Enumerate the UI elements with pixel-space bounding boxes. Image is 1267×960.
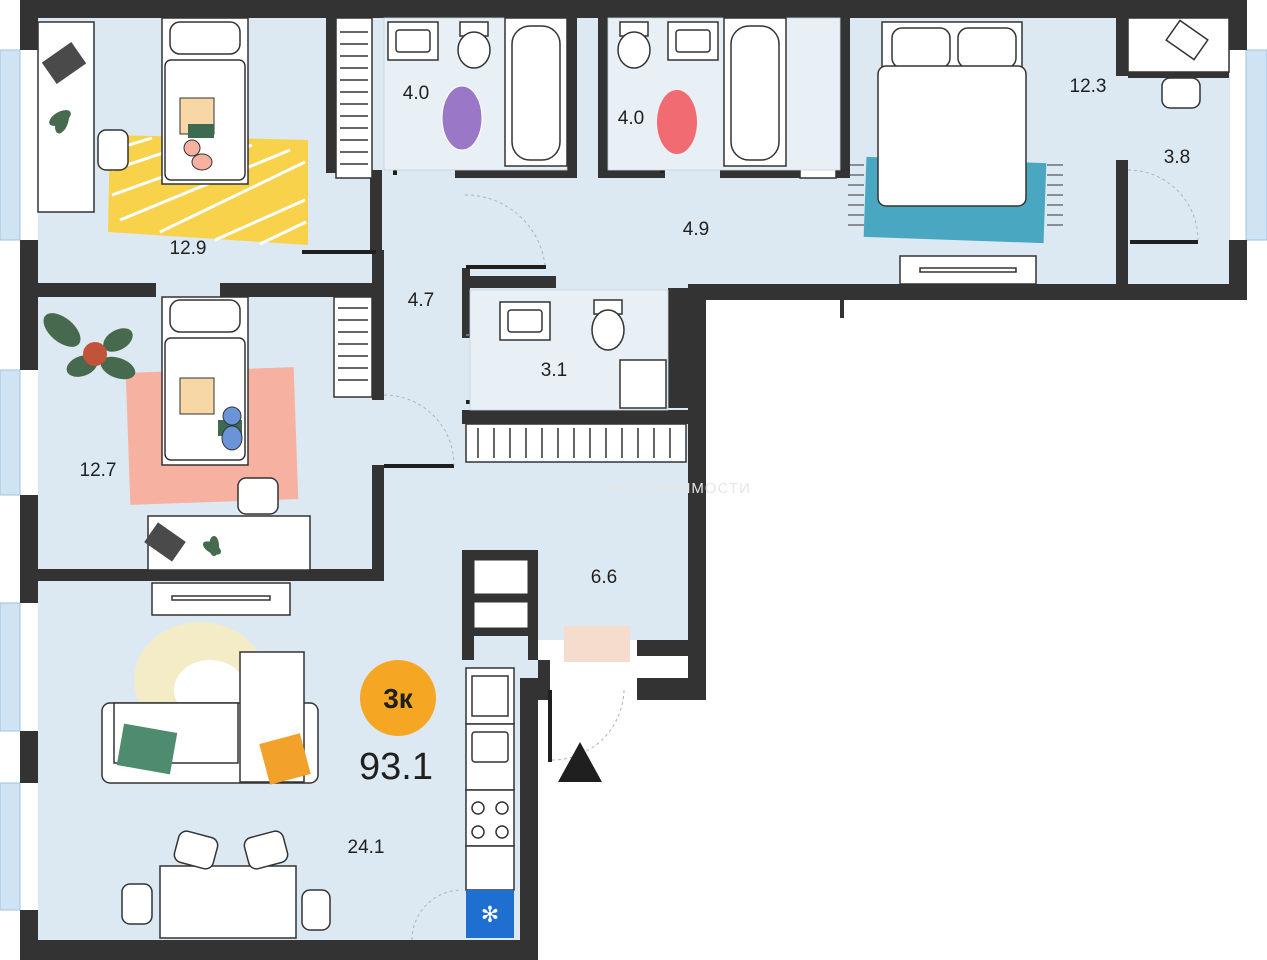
laptop-icon-bedroom-1: [41, 42, 87, 84]
pillow-orange: [259, 733, 311, 785]
tv-stand: [899, 255, 1037, 285]
room-count-badge-circle: [360, 660, 436, 736]
area-corridor-upper: 4.9: [683, 219, 709, 240]
area-living-kitchen: 24.1: [348, 837, 385, 858]
plant-icon-desk-bedroom-2: [202, 536, 222, 556]
sink-bathroom-2: [667, 21, 719, 61]
laptop-icon-closet: [1165, 19, 1209, 61]
area-bathroom-1: 4.0: [403, 83, 429, 104]
windows: [0, 49, 1267, 911]
chair-bedroom-1: [97, 129, 129, 171]
dining-chairs: [121, 830, 331, 931]
plant-icon-bedroom-1: [49, 110, 71, 134]
teddy-bear-pink: [183, 139, 213, 171]
bed-master-bedroom: [877, 21, 1027, 207]
chair-closet: [1161, 77, 1201, 109]
door-mat: [564, 626, 630, 662]
area-bathroom-2: 4.0: [618, 108, 644, 129]
rug-bedroom-1: [108, 135, 308, 246]
toilet-bathroom-2: [617, 21, 651, 69]
washing-machine: [619, 359, 667, 409]
wardrobe-bathroom-1: [335, 17, 373, 179]
area-toilet: 3.1: [541, 360, 567, 381]
laptop-icon-bedroom-2: [144, 522, 186, 562]
fridge: [466, 890, 514, 938]
area-master-bedroom: 12.3: [1070, 76, 1107, 97]
kitchen-counter: [465, 667, 515, 891]
outer-walls: [20, 0, 1247, 960]
toilet-bathroom-1: [457, 21, 491, 69]
sink-bathroom-1: [387, 21, 439, 61]
area-hallway: 6.6: [591, 567, 617, 588]
teddy-bear-blue: [221, 406, 243, 451]
dining-table: [159, 865, 297, 939]
toilet-toilet-room: [591, 299, 625, 351]
bath-mat-red: [657, 90, 697, 154]
room-count-badge: 3к: [383, 683, 414, 714]
area-corridor-left: 4.7: [408, 290, 434, 311]
shoe-shelf: [473, 559, 529, 629]
rug-fringe: [848, 164, 1063, 226]
bathtub-bathroom-2: [723, 17, 787, 167]
interior-walls: [38, 18, 1229, 680]
pillow-green: [116, 723, 178, 775]
book-cover-green-1: [188, 124, 214, 138]
bathtub-bathroom-1: [504, 17, 568, 167]
chair-bedroom-2: [237, 477, 279, 515]
basketball-icon: [83, 342, 107, 366]
entrance-arrow-icon: [558, 742, 602, 782]
snowflake-icon: ✻: [481, 902, 499, 927]
area-closet: 3.8: [1164, 147, 1190, 168]
book-bedroom-2: [179, 377, 215, 415]
bath-mat-purple: [441, 85, 483, 151]
area-bedroom-2: 12.7: [80, 460, 117, 481]
sink-toilet-room: [499, 301, 551, 341]
total-area: 93.1: [359, 746, 433, 788]
wardrobe-corridor: [333, 296, 373, 398]
tv-stand-living: [151, 582, 291, 616]
wardrobe-hallway: [465, 423, 687, 463]
watermark-text: НЕДВИЖИМОСТИ: [608, 480, 751, 497]
area-bedroom-1: 12.9: [170, 238, 207, 259]
